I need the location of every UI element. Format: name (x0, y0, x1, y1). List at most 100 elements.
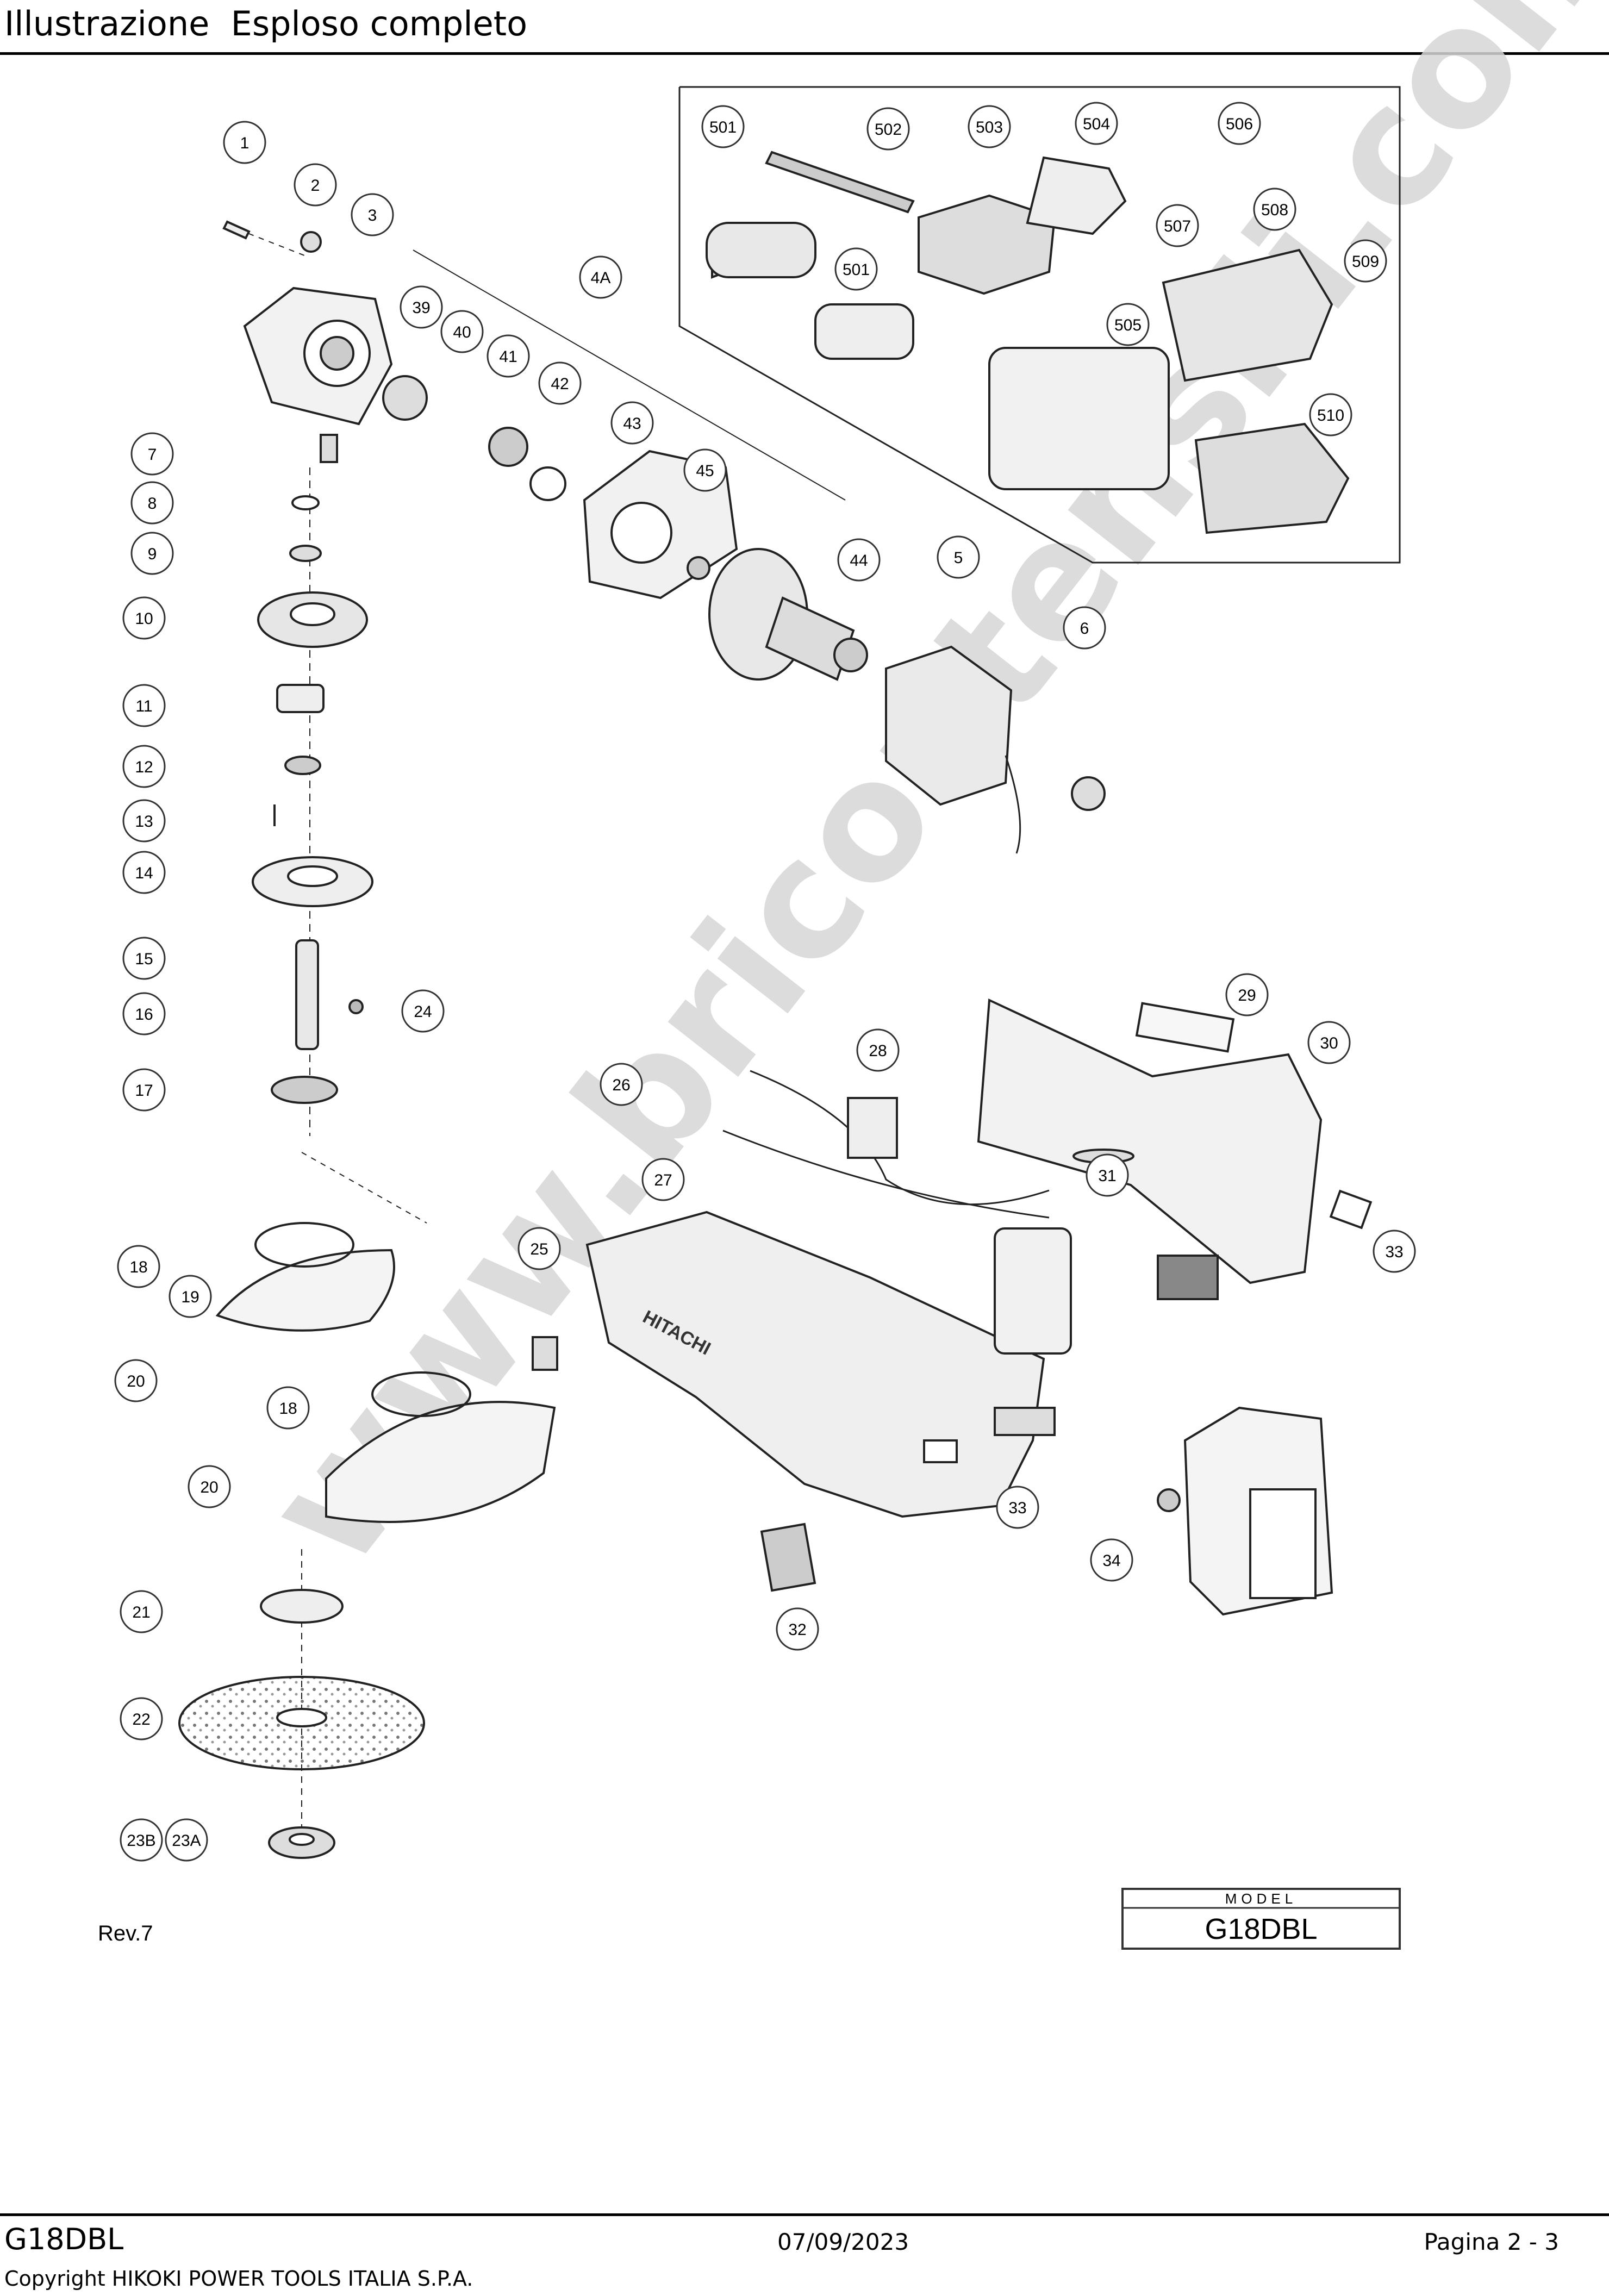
accessory-items (706, 151, 1350, 534)
part-callout-34-circle (1090, 1538, 1133, 1582)
footer-page-number: Pagina 2 - 3 (1424, 2229, 1559, 2255)
part-callout-45: 45 (696, 462, 714, 480)
part-callout-7-circle (130, 432, 174, 476)
part-callout-23B: 23B (127, 1832, 155, 1850)
part-callout-15: 15 (135, 950, 153, 968)
part-callout-505: 505 (1114, 316, 1142, 334)
part-callout-510-circle (1309, 393, 1352, 436)
part-callout-27-circle (641, 1158, 685, 1201)
part-callout-32-circle (776, 1607, 819, 1651)
part-callout-20-circle (188, 1465, 231, 1508)
part-callout-502: 502 (875, 121, 902, 139)
part-callout-33: 33 (1385, 1243, 1403, 1261)
part-callout-506-circle (1218, 102, 1261, 145)
part-callout-22-circle (120, 1697, 163, 1740)
part-callout-27: 27 (654, 1171, 672, 1189)
part-callout-26-circle (600, 1063, 643, 1106)
part-callout-504-circle (1075, 102, 1118, 145)
part-callout-17-circle (122, 1068, 166, 1112)
part-callout-8: 8 (148, 495, 157, 513)
part-callout-3-circle (351, 193, 394, 236)
part-callout-501: 501 (843, 261, 870, 279)
part-callout-17: 17 (135, 1082, 153, 1100)
footer-copyright: Copyright HIKOKI POWER TOOLS ITALIA S.P.… (4, 2267, 473, 2291)
part-callout-33: 33 (1008, 1499, 1026, 1517)
part-callout-44: 44 (850, 552, 868, 570)
wheel-guard-group (178, 1152, 556, 1859)
part-callout-18-circle (266, 1386, 310, 1430)
part-callout-13-circle (122, 799, 166, 843)
part-callout-9: 9 (148, 545, 157, 563)
spindle-stack (252, 467, 373, 1136)
part-callout-15-circle (122, 937, 166, 980)
part-callout-44-circle (837, 538, 881, 582)
part-callout-20: 20 (200, 1478, 218, 1496)
part-callout-14-circle (122, 851, 166, 894)
part-callout-42-circle (538, 361, 582, 405)
part-callout-11: 11 (135, 697, 152, 715)
part-callout-8-circle (130, 481, 174, 525)
model-box-label: MODEL (1225, 1891, 1297, 1907)
part-callout-501: 501 (709, 118, 737, 136)
part-callout-45-circle (683, 448, 727, 492)
part-callout-505-circle (1106, 303, 1150, 346)
part-callout-30-circle (1307, 1021, 1351, 1064)
part-callout-28-circle (856, 1028, 900, 1072)
part-callout-509-circle (1344, 239, 1387, 283)
part-callout-3: 3 (368, 207, 377, 224)
part-callout-12: 12 (135, 758, 153, 776)
part-callout-507: 507 (1164, 217, 1191, 235)
part-callout-21-circle (120, 1590, 163, 1633)
part-callout-6: 6 (1080, 620, 1089, 638)
part-callout-507-circle (1156, 204, 1199, 247)
part-callout-24-circle (401, 989, 445, 1033)
part-callout-24: 24 (414, 1003, 432, 1021)
part-callout-2-circle (294, 163, 337, 207)
footer-date: 07/09/2023 (777, 2229, 909, 2255)
footer-divider (0, 2213, 1609, 2216)
part-callout-25-circle (517, 1227, 561, 1270)
part-callout-39: 39 (412, 299, 430, 317)
part-callout-23B-circle (120, 1818, 163, 1862)
part-callout-19-circle (169, 1275, 212, 1318)
part-callout-23A-circle (165, 1818, 208, 1862)
part-callout-501-circle (834, 247, 878, 291)
part-callout-20: 20 (127, 1372, 145, 1390)
part-callout-509: 509 (1352, 253, 1379, 271)
part-callout-14: 14 (135, 864, 153, 882)
part-callout-33-circle (996, 1486, 1039, 1529)
revision-label: Rev.7 (98, 1921, 153, 1945)
gear-cover-group (222, 220, 393, 463)
part-callout-12-circle (122, 745, 166, 788)
part-callout-508: 508 (1261, 201, 1288, 219)
part-callout-2: 2 (311, 177, 320, 195)
part-callout-22: 22 (132, 1711, 150, 1729)
battery-pack (1157, 1406, 1333, 1616)
part-callout-39-circle (400, 285, 443, 329)
model-box-value: G18DBL (1205, 1913, 1317, 1945)
part-callout-5-circle (937, 535, 980, 579)
part-callout-34: 34 (1102, 1552, 1120, 1570)
part-callout-18: 18 (279, 1400, 297, 1418)
part-callout-1-circle (223, 121, 266, 164)
part-callout-4A: 4A (591, 269, 611, 287)
part-callout-26: 26 (612, 1076, 630, 1094)
part-callout-5: 5 (954, 549, 963, 567)
part-callout-10: 10 (135, 610, 153, 628)
model-box (1121, 1888, 1401, 1950)
part-callout-19: 19 (181, 1288, 199, 1306)
part-callout-42: 42 (551, 375, 569, 393)
part-callout-504: 504 (1083, 115, 1110, 133)
part-callout-41-circle (487, 334, 530, 378)
part-callout-16: 16 (135, 1006, 153, 1024)
part-callout-506: 506 (1226, 115, 1253, 133)
part-callout-7: 7 (148, 446, 157, 464)
part-callout-510: 510 (1317, 407, 1344, 425)
part-callout-16-circle (122, 992, 166, 1035)
wiring-and-controller (722, 1070, 1219, 1436)
part-callout-508-circle (1253, 188, 1296, 231)
part-callout-503: 503 (976, 118, 1003, 136)
part-callout-4A-circle (579, 255, 622, 299)
accessory-box-outline (678, 86, 1401, 564)
part-callout-25: 25 (530, 1240, 548, 1258)
